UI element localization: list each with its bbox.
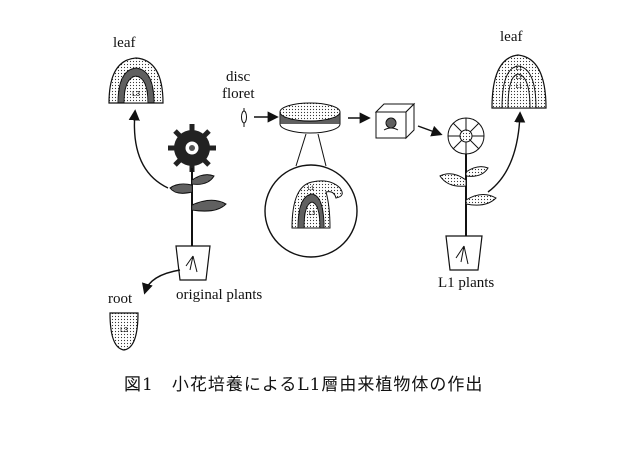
figure-number: 図1 (124, 375, 154, 395)
disc-floret-icon (241, 108, 247, 127)
layer-l1-mark: L1 (516, 66, 523, 72)
petri-dish-icon (279, 102, 341, 134)
culture-box-icon (374, 102, 416, 140)
layer-l3-mark: L3 (132, 91, 140, 98)
callout-layer-l1-mark: L1 (308, 186, 315, 192)
dark-flower-icon (168, 124, 216, 172)
label-root: root (108, 291, 133, 307)
label-leaf-right: leaf (500, 29, 523, 45)
label-floret: floret (222, 86, 255, 102)
l1-plant (439, 117, 497, 271)
arrow-to-root (142, 269, 181, 295)
figure-caption: 図1 小花培養によるL1層由来植物体の作出 (124, 370, 483, 395)
arrow-box-to-plant (417, 125, 443, 137)
label-leaf-left: leaf (113, 35, 136, 51)
label-original-plants: original plants (176, 287, 263, 303)
layer-l2-mark: L2 (516, 75, 523, 81)
figure-caption-text: 小花培養によるL1層由来植物体の作出 (171, 375, 484, 395)
root-layer-mark: L3 (120, 327, 128, 334)
root-diagram: L3 (109, 312, 139, 351)
callout-layer-l3-mark: L3 (309, 211, 316, 217)
light-flower-icon (447, 117, 485, 155)
arrow-to-left-leaf (128, 109, 169, 189)
label-disc: disc (226, 69, 251, 85)
layer-l1-mark-right: L1 (516, 84, 523, 90)
magnified-callout: L1 L3 (264, 133, 358, 258)
arrow-to-right-leaf (487, 111, 526, 193)
leaf-left-diagram: L3 (108, 57, 164, 104)
label-l1-plants: L1 plants (438, 275, 495, 291)
original-plant (168, 124, 227, 281)
leaf-right-diagram: L1 L2 L1 (491, 54, 547, 109)
